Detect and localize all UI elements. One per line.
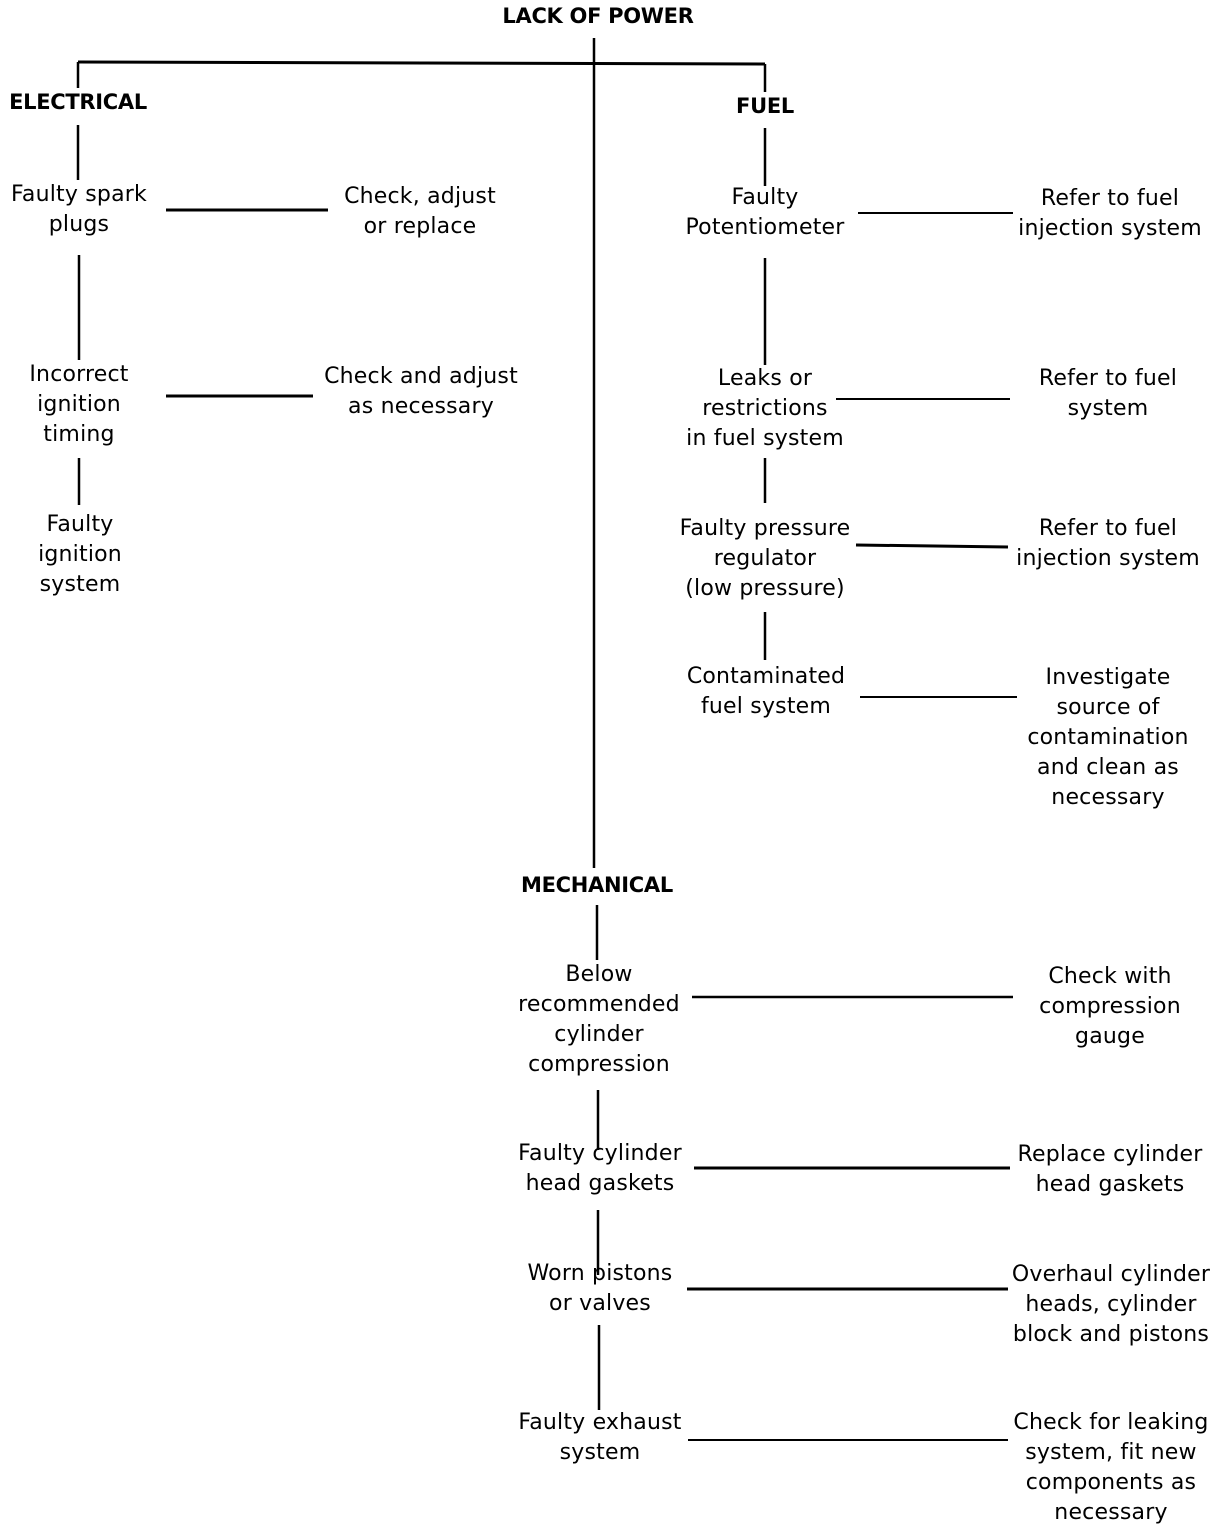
mechanical-remedy: Check with compression gauge [1039,964,1181,1049]
electrical-remedy: Check, adjust or replace [344,184,496,239]
diagram-title: LACK OF POWER [502,4,694,28]
mechanical-remedy: Overhaul cylinder heads, cylinder block … [1011,1262,1211,1347]
electrical-cause: Incorrect ignition timing [29,362,129,447]
mechanical-remedy: Check for leaking system, fit new compon… [1013,1410,1209,1525]
fuel-cause: Faulty pressure regulator (low pressure) [679,516,851,601]
electrical-heading: ELECTRICAL [9,90,147,114]
fuel-remedy: Refer to fuel injection system [1018,186,1202,241]
mechanical-remedy: Replace cylinder head gaskets [1017,1142,1203,1197]
mechanical-cause: Faulty cylinder head gaskets [518,1141,682,1196]
fuel-cause: Contaminated fuel system [686,664,846,719]
fuel-cause: Leaks or restrictions in fuel system [686,366,844,451]
electrical-remedy: Check and adjust as necessary [324,364,518,419]
mechanical-cause: Worn pistons or valves [527,1261,673,1316]
fuel-remedy: Refer to fuel injection system [1016,516,1200,571]
mechanical-heading: MECHANICAL [521,873,673,897]
fuel-remedy-line [855,543,1009,549]
fuel-cause: Faulty Potentiometer [685,185,845,240]
top-bar-line [77,60,766,66]
fuel-remedy: Refer to fuel system [1038,366,1178,421]
fuel-heading: FUEL [736,94,794,118]
mechanical-cause: Below recommended cylinder compression [518,962,680,1077]
electrical-cause: Faulty ignition system [38,512,122,597]
electrical-cause: Faulty spark plugs [11,182,147,237]
fuel-remedy: Investigate source of contamination and … [1027,665,1189,810]
mechanical-cause: Faulty exhaust system [518,1410,682,1465]
